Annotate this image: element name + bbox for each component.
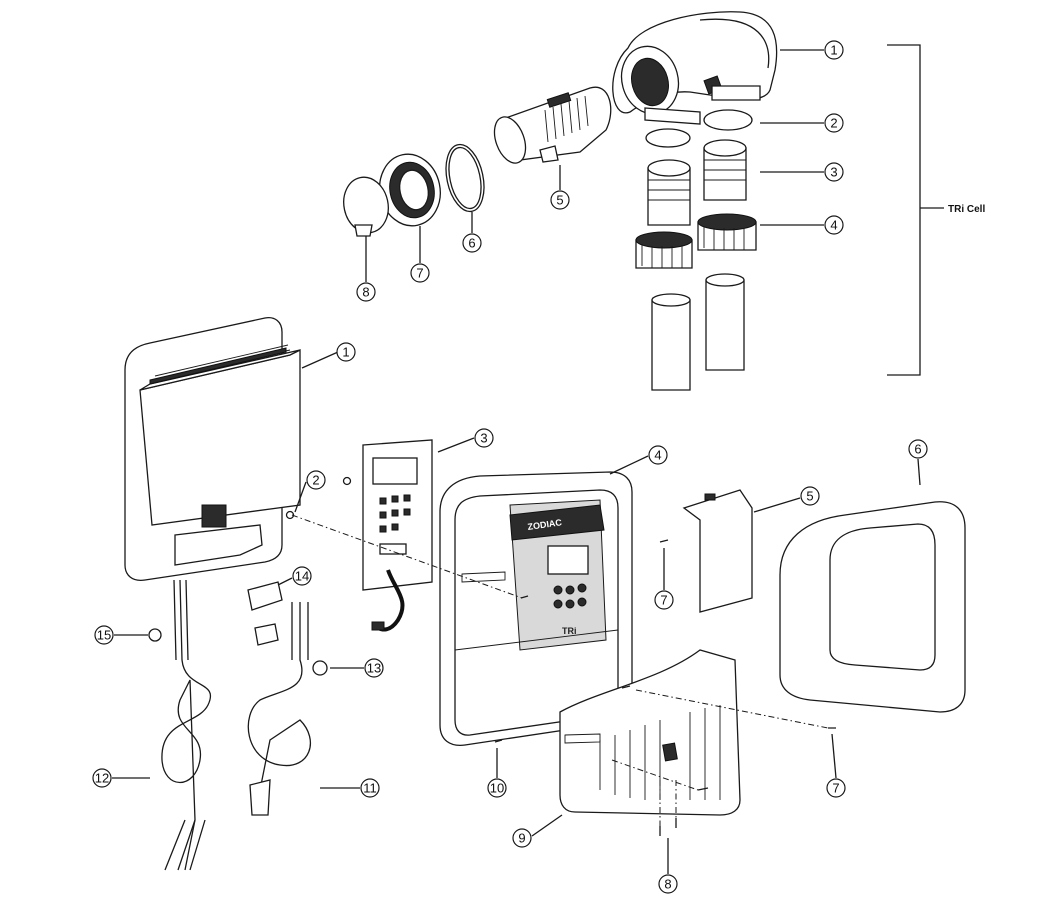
callout-ps-7b: 7 — [832, 781, 839, 796]
ps-dashed-guides — [291, 514, 829, 826]
ps-outer-cover — [779, 501, 966, 713]
cell-cap — [343, 176, 389, 237]
callout-ps-5: 5 — [806, 489, 813, 504]
callout-cell-3: 3 — [830, 165, 837, 180]
pcb-buttons — [379, 494, 411, 533]
callout-ps-4: 4 — [654, 448, 661, 463]
callout-ps-6: 6 — [914, 442, 921, 457]
callout-ps-10: 10 — [490, 781, 504, 796]
ps-callouts: 1 2 3 4 5 6 7 7 8 9 10 11 — [92, 342, 928, 894]
callout-cell-7: 7 — [416, 266, 423, 281]
tri-cell-label: TRi Cell — [948, 204, 985, 215]
callout-ps-9: 9 — [518, 831, 525, 846]
cell-o-rings — [645, 109, 753, 148]
callout-cell-5: 5 — [556, 193, 563, 208]
tri-cell-bracket: TRi Cell — [887, 44, 985, 376]
cell-seal-ring — [445, 143, 485, 213]
ps-front-housing: ZODIAC TRi — [439, 471, 633, 746]
cell-unions — [635, 213, 757, 269]
callout-ps-8: 8 — [664, 877, 671, 892]
callout-cell-6: 6 — [468, 236, 475, 251]
callout-ps-7a: 7 — [660, 593, 667, 608]
callout-ps-13: 13 — [367, 661, 381, 676]
callout-ps-11: 11 — [363, 781, 377, 796]
cell-tailpieces — [647, 139, 747, 226]
cell-pipes — [651, 273, 745, 391]
cell-lock-ring — [379, 153, 441, 227]
callout-ps-3: 3 — [480, 431, 487, 446]
callout-cell-4: 4 — [830, 218, 837, 233]
cell-callouts: 1 2 3 4 5 6 7 8 — [356, 40, 844, 302]
cell-housing — [612, 11, 778, 125]
callout-ps-15: 15 — [97, 628, 111, 643]
callout-ps-2: 2 — [312, 473, 319, 488]
callout-ps-14: 14 — [295, 569, 309, 584]
model-label: TRi — [562, 626, 577, 636]
ps-cables — [161, 579, 311, 871]
brand-label: ZODIAC — [527, 517, 563, 532]
callout-ps-1: 1 — [342, 345, 349, 360]
ps-pcb — [362, 439, 433, 632]
callout-ps-12: 12 — [95, 771, 109, 786]
callout-cell-1: 1 — [830, 43, 837, 58]
callout-cell-2: 2 — [830, 116, 837, 131]
cell-electrode — [493, 86, 612, 164]
callout-cell-8: 8 — [362, 285, 369, 300]
ps-bottom-cover — [559, 649, 741, 816]
ps-small-parts — [148, 476, 836, 836]
ps-backplate — [124, 316, 301, 581]
ps-side-panel — [682, 489, 753, 613]
